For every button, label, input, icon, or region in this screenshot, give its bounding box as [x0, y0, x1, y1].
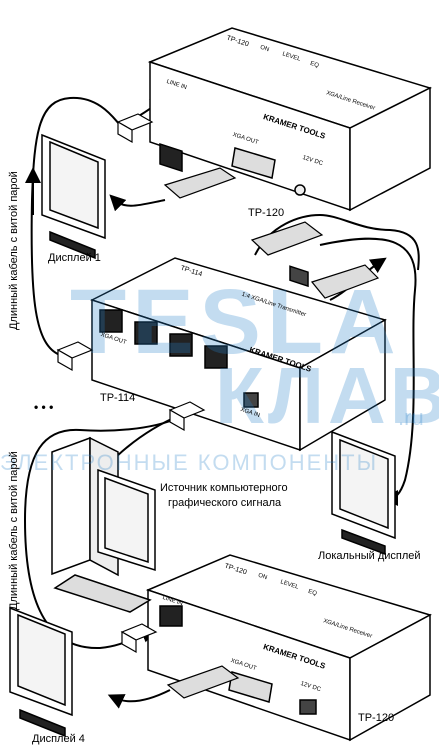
cable-label-top: Длинный кабель с витой парой [8, 171, 20, 330]
top-receiver [147, 27, 433, 288]
source-label-line2: графического сигнала [168, 497, 282, 509]
source-label-line1: Источник компьютерного [160, 482, 288, 494]
tp120-top-label: TP-120 [248, 207, 285, 219]
ellipsis-label: • • • [34, 400, 54, 414]
display-4 [9, 606, 73, 738]
display-1-label: Дисплей 1 [48, 252, 101, 264]
tp114-label: TP-114 [100, 392, 136, 404]
connectors [56, 113, 380, 699]
middle-transmitter [90, 257, 387, 452]
display-1 [41, 133, 106, 260]
local-display [331, 430, 396, 556]
bottom-receiver [145, 554, 432, 742]
tp120-bottom-label: TP-120 [358, 712, 395, 724]
source-computer [51, 436, 156, 613]
cable-label-bottom: Длинный кабель с витой парой [8, 451, 20, 610]
local-display-label: Локальный дисплей [318, 550, 421, 562]
display-4-label: Дисплей 4 [32, 733, 85, 745]
